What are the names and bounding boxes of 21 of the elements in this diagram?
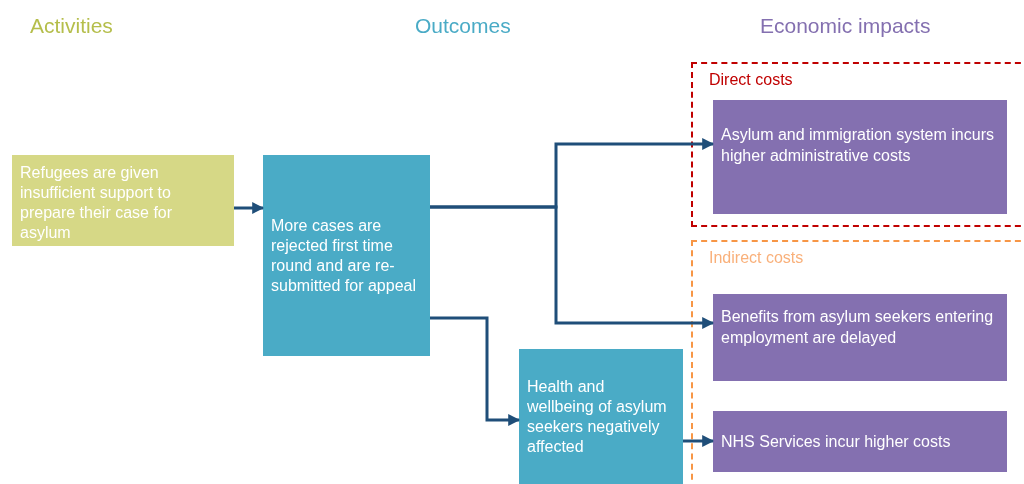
arrow: [683, 435, 715, 447]
process-box: [12, 155, 234, 246]
process-box: [713, 100, 1007, 214]
process-box: [713, 294, 1007, 381]
arrow: [430, 205, 715, 329]
arrow: [234, 202, 265, 214]
process-box: [519, 349, 683, 484]
box-text: NHS Services incur higher costs: [721, 432, 952, 452]
box-text: Refugees are given insufficient support to prepare their case for asylum: [20, 163, 174, 243]
box-text: Benefits from asylum seekers entering employment are delayed: [721, 307, 995, 348]
box-text: Asylum and immigration system incurs higher administrative costs: [721, 125, 995, 166]
process-box: [263, 155, 430, 356]
arrow: [430, 316, 521, 426]
group-title: Indirect costs: [709, 248, 805, 268]
group-title: Direct costs: [709, 70, 794, 90]
process-box: [713, 411, 1007, 472]
column-heading: Activities: [30, 13, 113, 39]
box-text: More cases are rejected first time round and are re-submitted for appeal: [271, 215, 417, 296]
column-heading: Outcomes: [415, 13, 511, 39]
box-text: Health and wellbeing of asylum seekers negatively affected: [527, 376, 668, 457]
column-heading: Economic impacts: [760, 13, 931, 39]
